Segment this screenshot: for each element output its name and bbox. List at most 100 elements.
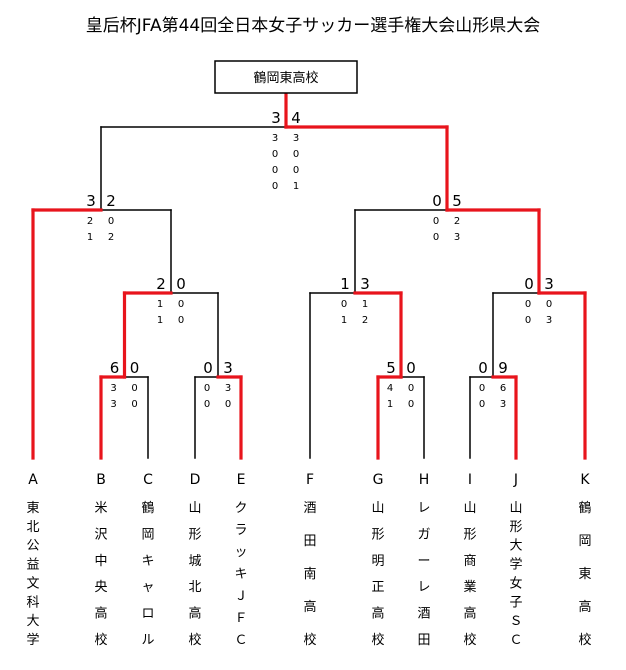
team-name-char: ロ xyxy=(141,607,154,622)
team-name-char: 科 xyxy=(26,595,39,610)
team-name-char: ク xyxy=(234,501,247,516)
half-score-final-1-3: 1 xyxy=(293,181,299,192)
score-left-r1-gh: 5 xyxy=(386,359,396,377)
score-left-r1-ij: 0 xyxy=(478,359,488,377)
half-score-qf-fg-0-1: 1 xyxy=(341,315,347,326)
half-score-sf-right-1-1: 3 xyxy=(454,232,460,243)
half-score-r1-bc-0-1: 3 xyxy=(110,399,116,410)
team-letter-C: C xyxy=(143,472,153,488)
team-name-char: 校 xyxy=(94,632,107,648)
half-score-r1-gh-1-0: 0 xyxy=(408,383,414,394)
half-score-qf-jk-0-0: 0 xyxy=(525,299,531,310)
team-name-char: 高 xyxy=(303,599,316,615)
half-score-final-1-1: 0 xyxy=(293,149,299,160)
half-score-final-1-2: 0 xyxy=(293,165,299,176)
half-score-r1-de-1-1: 0 xyxy=(225,399,231,410)
team-name-char: レ xyxy=(417,501,430,516)
score-right-sf-right: 5 xyxy=(452,192,462,210)
team-name-char: 山 xyxy=(463,501,476,516)
team-name-char: 東 xyxy=(26,500,39,516)
team-name-char: 田 xyxy=(417,633,430,648)
team-name-char: 形 xyxy=(371,527,384,542)
champion-box: 鶴岡東高校 xyxy=(214,60,358,94)
half-score-qf-be-1-1: 0 xyxy=(178,315,184,326)
team-name-char: 山 xyxy=(371,501,384,516)
team-name-char: 沢 xyxy=(94,527,107,542)
team-name-char: 南 xyxy=(303,566,316,582)
score-right-r1-gh: 0 xyxy=(406,359,416,377)
team-name-char: 高 xyxy=(94,606,107,622)
team-name-char: 酒 xyxy=(303,501,316,516)
team-name-char: 岡 xyxy=(141,527,154,542)
half-score-r1-bc-1-0: 0 xyxy=(131,383,137,394)
half-score-sf-left-1-0: 0 xyxy=(108,216,114,227)
team-name-char: 校 xyxy=(578,632,591,648)
score-right-r1-de: 3 xyxy=(223,359,233,377)
half-score-sf-right-0-1: 0 xyxy=(433,232,439,243)
team-name-char: 校 xyxy=(463,632,476,648)
team-name-char: キ xyxy=(234,567,247,582)
team-name-char: 学 xyxy=(509,557,522,573)
team-name-char: ッ xyxy=(234,545,247,560)
team-name-char: 校 xyxy=(303,632,316,648)
half-score-qf-jk-1-1: 3 xyxy=(546,315,552,326)
score-left-qf-be: 2 xyxy=(156,275,166,293)
score-right-r1-bc: 0 xyxy=(130,359,140,377)
half-score-r1-ij-1-1: 3 xyxy=(500,399,506,410)
team-name-char: 大 xyxy=(509,539,522,554)
team-name-char: 校 xyxy=(188,632,201,648)
page-title: 皇后杯JFA第44回全日本女子サッカー選手権大会山形県大会 xyxy=(86,16,541,36)
team-letter-D: D xyxy=(190,472,201,488)
half-score-final-0-1: 0 xyxy=(272,149,278,160)
team-name-char: 益 xyxy=(26,558,39,573)
half-score-r1-de-1-0: 3 xyxy=(225,383,231,394)
team-name-char: 学 xyxy=(26,632,39,648)
score-left-sf-left: 3 xyxy=(86,192,96,210)
score-left-sf-right: 0 xyxy=(432,192,442,210)
half-score-r1-gh-0-1: 1 xyxy=(387,399,393,410)
team-name-char: 女 xyxy=(509,575,522,591)
half-score-sf-right-0-0: 0 xyxy=(433,216,439,227)
team-name-char: ー xyxy=(417,554,430,569)
team-name-char: Ｃ xyxy=(509,633,522,648)
half-score-final-0-0: 3 xyxy=(272,133,278,144)
team-name-char: 高 xyxy=(463,606,476,622)
team-name-char: Ｃ xyxy=(234,633,247,648)
half-score-r1-ij-0-1: 0 xyxy=(479,399,485,410)
score-left-qf-fg: 1 xyxy=(340,275,350,293)
score-left-r1-de: 0 xyxy=(203,359,213,377)
half-score-final-0-2: 0 xyxy=(272,165,278,176)
team-name-char: Ｓ xyxy=(509,614,522,629)
team-name-char: 業 xyxy=(463,579,476,595)
team-name-char: Ｊ xyxy=(234,589,247,604)
half-score-qf-fg-0-0: 0 xyxy=(341,299,347,310)
half-score-r1-de-0-1: 0 xyxy=(204,399,210,410)
team-letter-H: H xyxy=(419,472,430,488)
team-letter-G: G xyxy=(373,472,384,488)
half-score-r1-bc-0-0: 3 xyxy=(110,383,116,394)
score-right-qf-be: 0 xyxy=(176,275,186,293)
score-left-r1-bc: 6 xyxy=(110,359,120,377)
half-score-r1-ij-1-0: 6 xyxy=(500,383,506,394)
team-name-char: 鶴 xyxy=(578,500,591,516)
team-name-char: 北 xyxy=(188,580,201,595)
half-score-final-0-3: 0 xyxy=(272,181,278,192)
team-name-K: 鶴岡東高校 xyxy=(578,500,591,648)
team-name-char: Ｆ xyxy=(234,611,247,626)
team-name-char: 文 xyxy=(26,576,39,591)
team-letter-A: A xyxy=(28,472,38,488)
team-name-char: 東 xyxy=(578,566,591,582)
team-letter-J: J xyxy=(513,472,518,488)
half-score-sf-right-1-0: 2 xyxy=(454,216,460,227)
team-name-char: 中 xyxy=(94,554,107,569)
score-left-final: 3 xyxy=(271,109,281,127)
